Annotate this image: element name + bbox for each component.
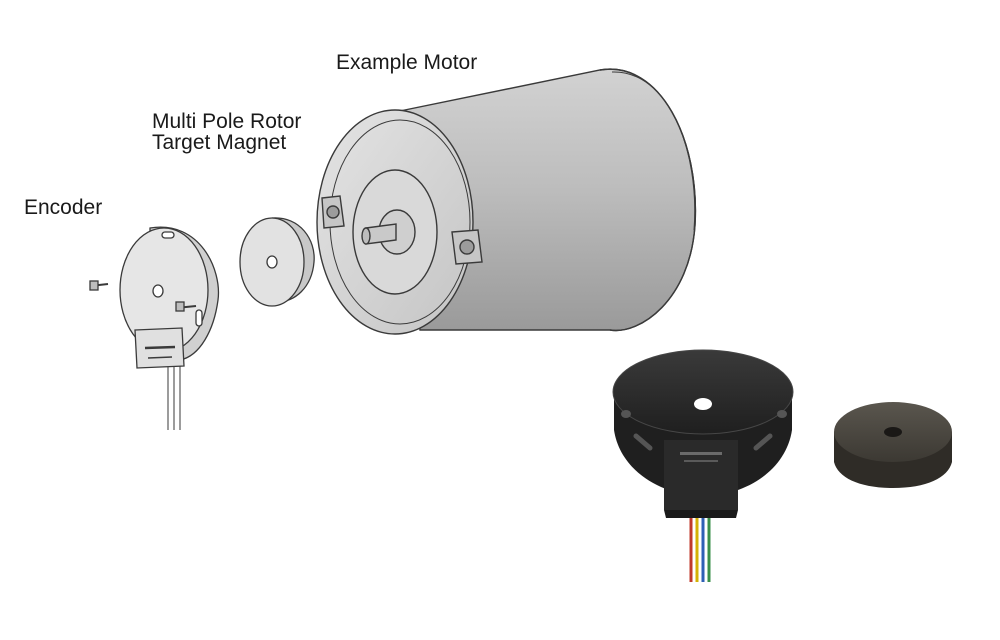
encoder-cable-drawing: [167, 364, 181, 430]
encoder-screw-right: [175, 301, 197, 312]
magnet-label-line-2: Target Magnet: [152, 131, 287, 154]
motor-label: Example Motor: [336, 51, 478, 74]
magnet-drawing: [239, 217, 315, 307]
magnet-center-hole: [266, 255, 278, 269]
encoder-drawing: [89, 226, 220, 430]
encoder-center-hole: [152, 284, 164, 298]
encoder-wires: [689, 515, 711, 582]
encoder-photo-connector: [664, 440, 738, 510]
encoder-label: Encoder: [24, 196, 103, 219]
encoder-photo-center-hole: [694, 398, 712, 410]
magnet-label-line-1: Multi Pole Rotor: [152, 110, 302, 133]
encoder-photo-top-face: [613, 350, 793, 434]
motor-drawing: [316, 68, 697, 335]
magnet-photo-center-hole: [884, 427, 902, 437]
magnet-photo: [834, 402, 952, 488]
encoder-photo: [612, 349, 794, 582]
encoder-screw-left: [89, 280, 109, 291]
